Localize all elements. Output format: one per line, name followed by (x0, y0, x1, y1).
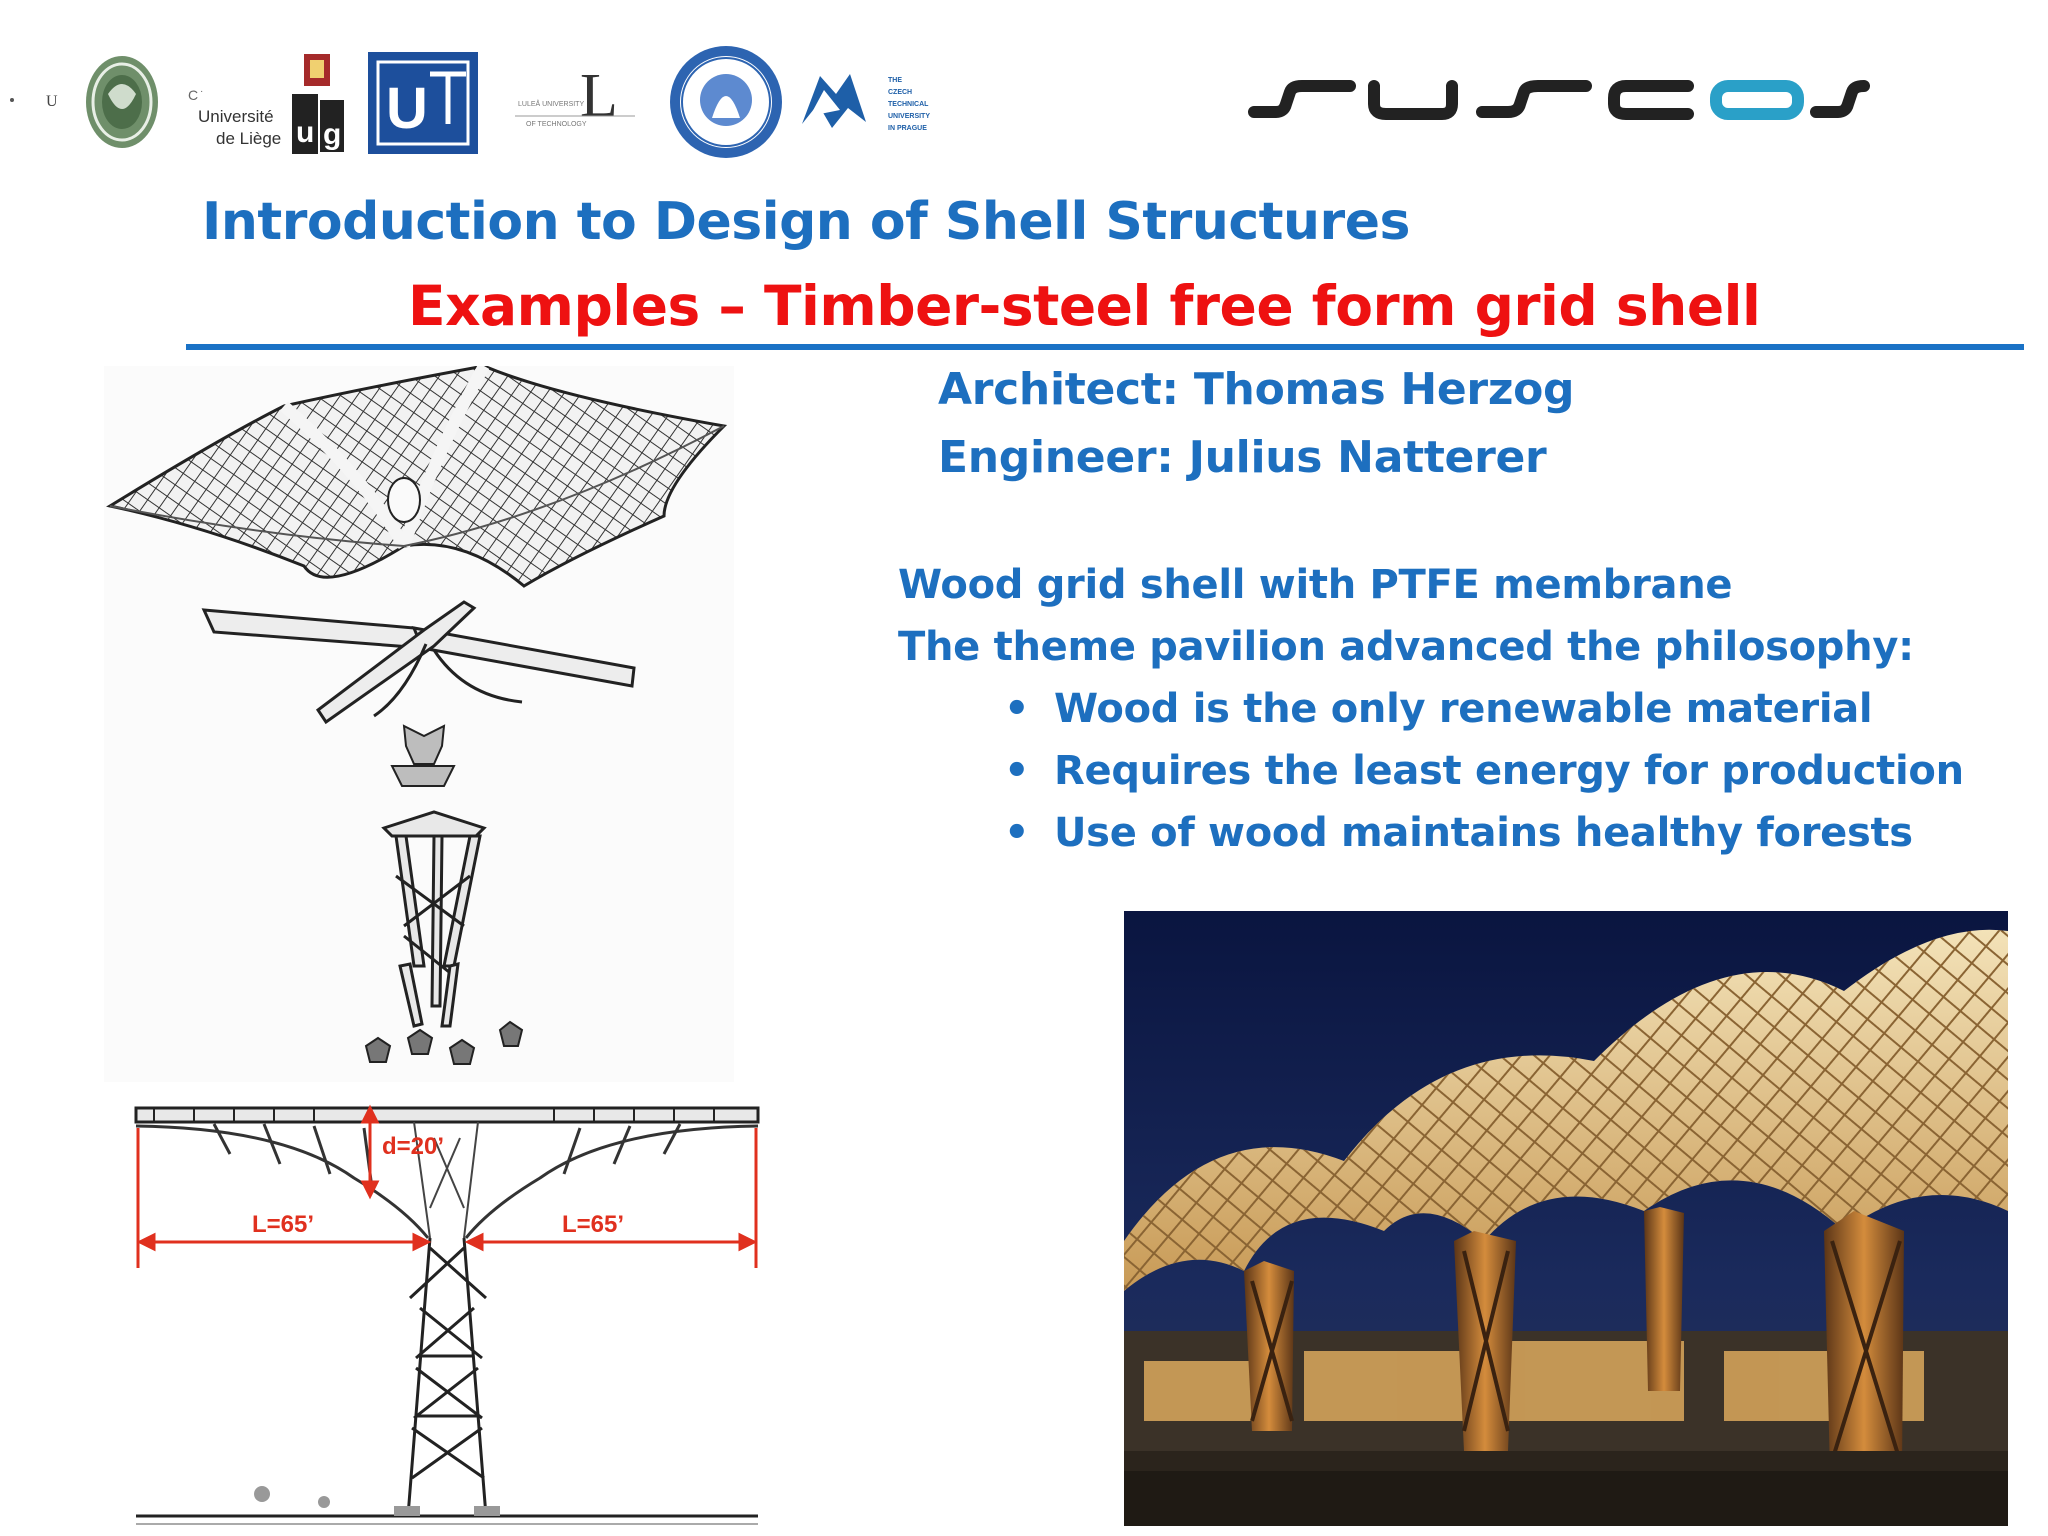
bullet-text: Wood is the only renewable material (1054, 686, 1873, 732)
svg-text:OF TECHNOLOGY: OF TECHNOLOGY (526, 121, 587, 128)
svg-text:u: u (296, 116, 314, 149)
pavilion-night-photo (1124, 911, 2008, 1526)
exploded-umbrella-drawing (104, 366, 734, 1082)
slide-subtitle: Examples – Timber-steel free form grid s… (408, 274, 1761, 338)
svg-text:L: L (580, 62, 618, 130)
umbrella-section-drawing: d=20’ L=65’ L=65’ (134, 1098, 760, 1528)
svg-text:THE: THE (888, 77, 902, 84)
description-line: The theme pavilion advanced the philosop… (898, 624, 1914, 670)
slide-title: Introduction to Design of Shell Structur… (202, 192, 1410, 252)
universite-de-liege-logo: C · Université de Liège (188, 90, 281, 148)
bullet-text: Requires the least energy for production (1054, 748, 1964, 794)
lulea-technology-logo: L LULEÅ UNIVERSITY OF TECHNOLOGY (515, 62, 635, 130)
svg-text:g: g (323, 118, 341, 151)
logo-bar: U C · Université de Liège u g U L LULEÅ … (0, 40, 2048, 160)
bullet-text: Use of wood maintains healthy forests (1054, 810, 1913, 856)
architect-credit: Architect: Thomas Herzog (938, 364, 1575, 415)
svg-text:UNIVERSITY: UNIVERSITY (888, 113, 930, 120)
svg-text:TECHNICAL: TECHNICAL (888, 101, 929, 108)
svg-text:Université: Université (198, 107, 274, 126)
czech-technical-university-logo: THE CZECH TECHNICAL UNIVERSITY IN PRAGUE (802, 74, 930, 132)
svg-text:IN PRAGUE: IN PRAGUE (888, 125, 927, 132)
bullet-dot-icon: • (1004, 748, 1030, 794)
left-span-dimension-label: L=65’ (252, 1211, 314, 1238)
engineer-credit: Engineer: Julius Natterer (938, 432, 1547, 483)
svg-text:·: · (200, 90, 203, 97)
bullet-item: • Use of wood maintains healthy forests (1004, 810, 1913, 856)
bullet-dot-icon: • (1004, 686, 1030, 732)
svg-text:C: C (188, 90, 198, 103)
right-span-dimension-label: L=65’ (562, 1211, 624, 1238)
bullet-item: • Requires the least energy for productio… (1004, 748, 1964, 794)
svg-text:LULEÅ UNIVERSITY: LULEÅ UNIVERSITY (518, 99, 584, 108)
depth-dimension-label: d=20’ (382, 1133, 444, 1160)
ut-logo: U (368, 52, 478, 154)
blue-seal-logo (670, 46, 782, 158)
bullet-item: • Wood is the only renewable material (1004, 686, 1873, 732)
svg-text:CZECH: CZECH (888, 89, 912, 96)
green-seal-logo (86, 56, 158, 148)
title-divider (186, 344, 2024, 350)
svg-text:de Liège: de Liège (216, 129, 281, 148)
ulg-logo: u g (292, 54, 344, 154)
bullet-dot-icon: • (1004, 810, 1030, 856)
svg-text:U: U (46, 93, 58, 110)
suscos-logo (1248, 80, 1870, 120)
svg-text:U: U (386, 76, 428, 141)
coimbra-university-logo: U (10, 93, 58, 110)
description-line: Wood grid shell with PTFE membrane (898, 562, 1733, 608)
